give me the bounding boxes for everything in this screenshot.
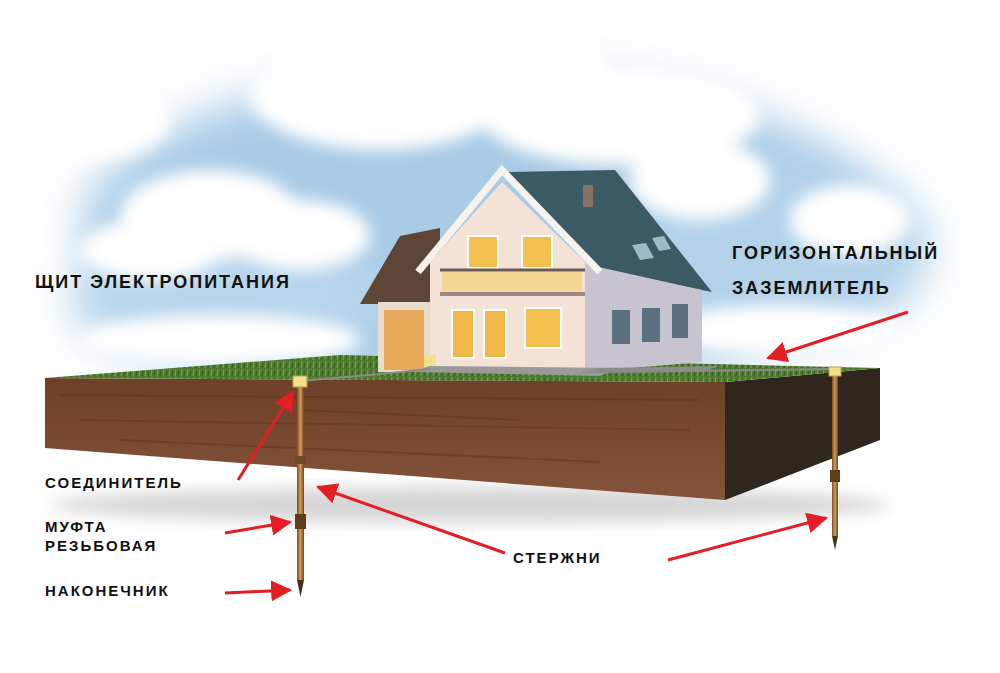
part-label: СОЕДИНИТЕЛЬ	[45, 474, 183, 492]
ground-rod	[829, 367, 841, 550]
soil-block	[45, 355, 890, 523]
ground-rod	[293, 376, 307, 597]
part-label: НАКОНЕЧНИК	[45, 582, 170, 600]
part-label: СТЕРЖНИ	[513, 549, 602, 567]
house	[360, 170, 720, 376]
earth-conductor	[300, 369, 430, 381]
part-label: ГОРИЗОНТАЛЬНЫЙ ЗАЗЕМЛИТЕЛЬ	[732, 236, 987, 306]
earth-conductor	[600, 369, 835, 372]
part-label: МУФТА РЕЗЬБОВАЯ	[45, 517, 195, 555]
part-label: ЩИТ ЭЛЕКТРОПИТАНИЯ	[35, 272, 291, 294]
leader-arrows	[225, 312, 908, 593]
clouds	[10, 15, 910, 365]
